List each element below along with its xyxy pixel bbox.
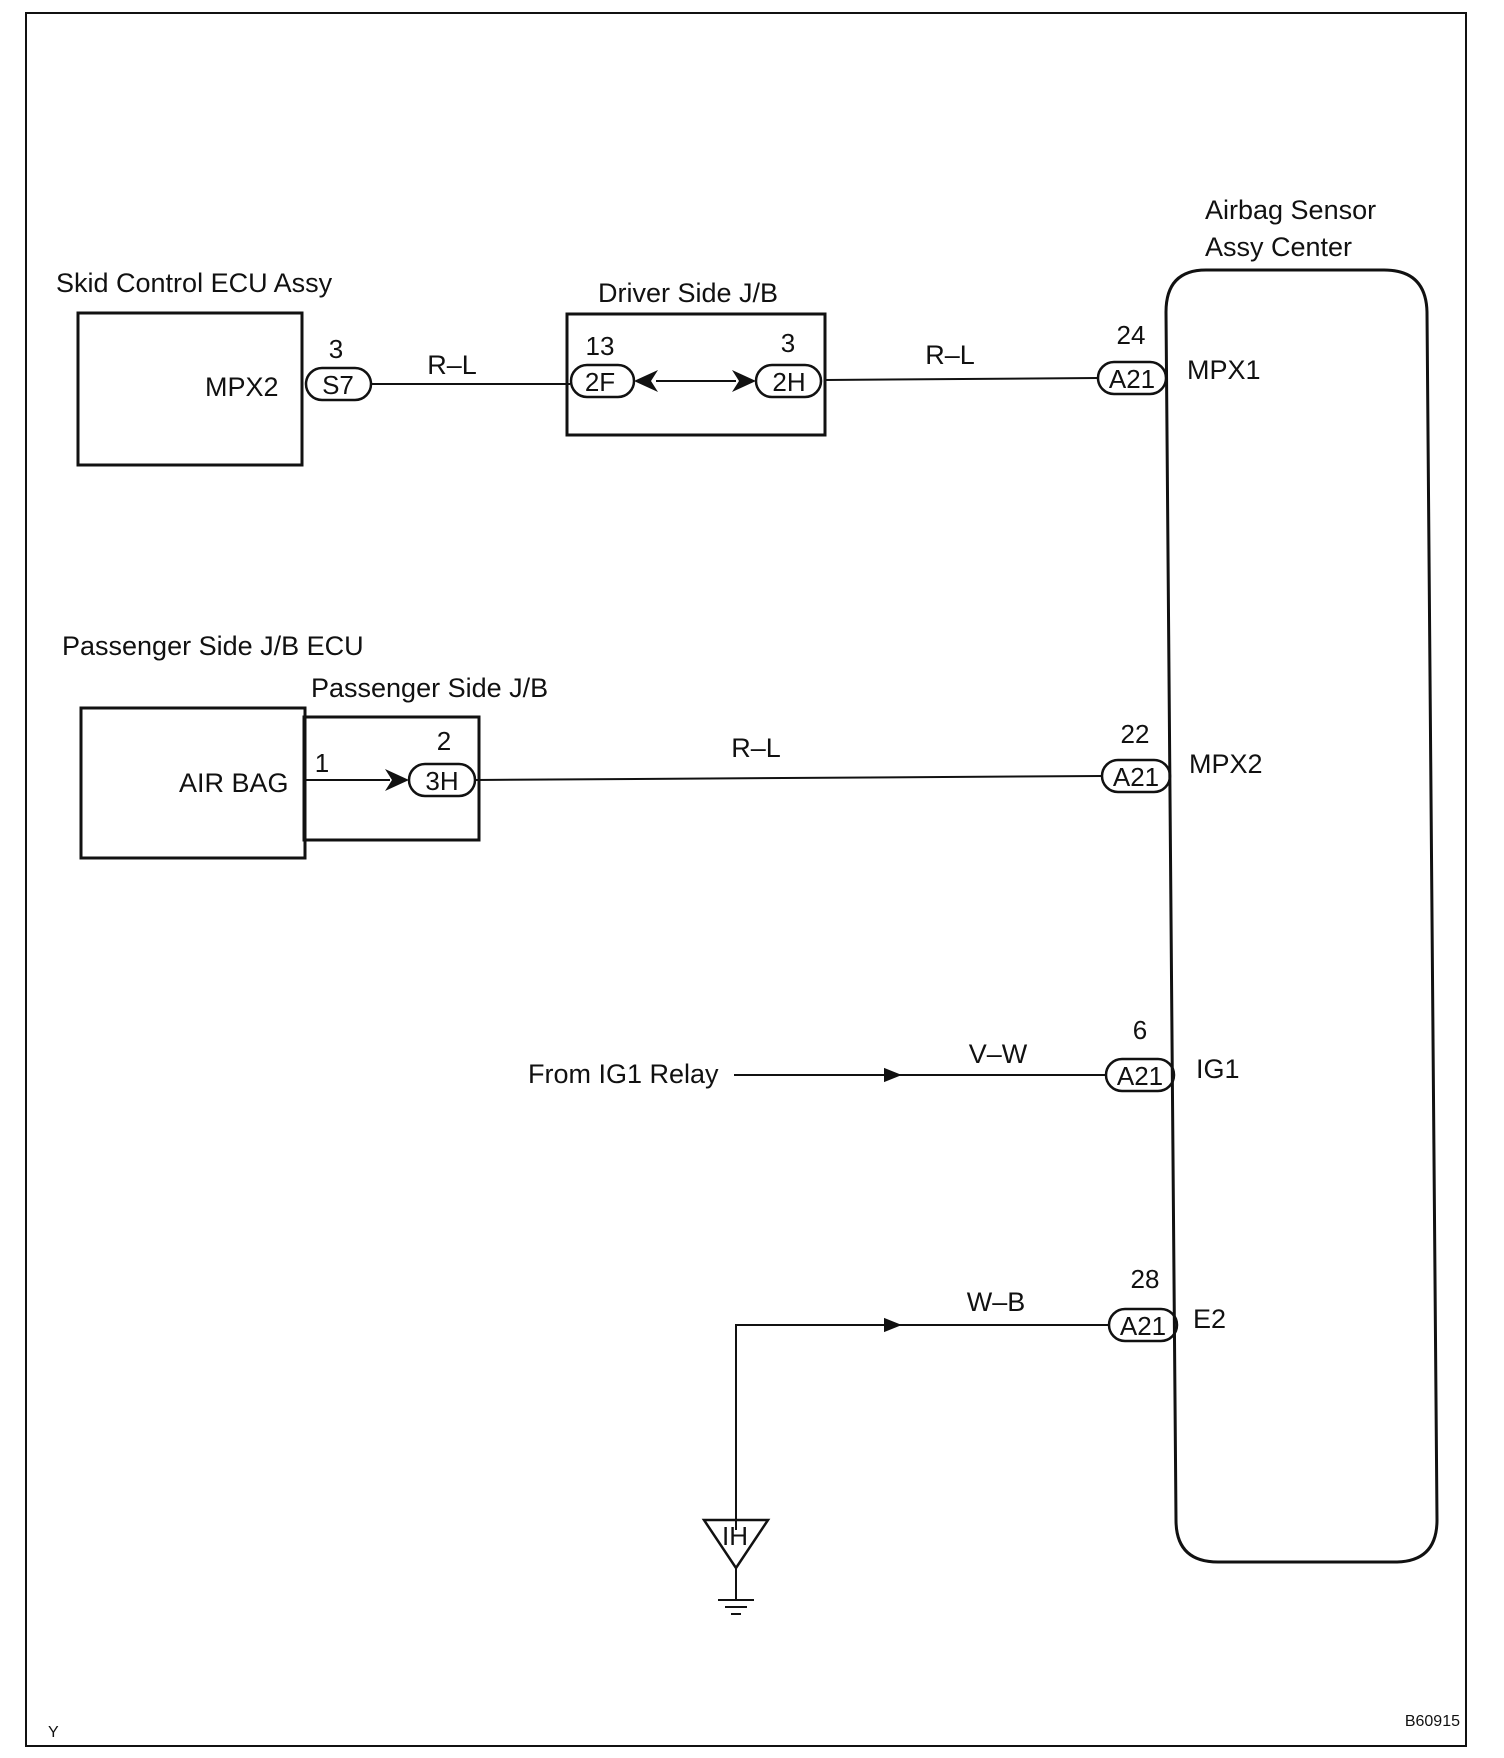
passenger-ecu-title: Passenger Side J/B ECU: [62, 631, 364, 661]
wire-label-3h-mpx2: R–L: [731, 733, 781, 763]
ground-point-label: IH: [722, 1521, 748, 1551]
male-connector-symbol: [385, 769, 409, 791]
3h-code: 3H: [425, 766, 458, 796]
connector-2h: 2H: [754, 363, 823, 399]
wire-label-s7-2f: R–L: [427, 350, 477, 380]
wire-label-2h-mpx1: R–L: [925, 340, 975, 370]
a21-mpx1-terminal: MPX1: [1187, 355, 1261, 385]
connector-2f: 2F: [569, 363, 636, 399]
airbag-sensor-box: [1164, 268, 1439, 1564]
driver-jb-title: Driver Side J/B: [598, 278, 778, 308]
s7-pin-number: 3: [329, 334, 343, 364]
2f-code: 2F: [585, 367, 615, 397]
connector-a21-mpx2: A21: [1100, 758, 1172, 794]
s7-code: S7: [322, 370, 354, 400]
skid-ecu-box: [76, 311, 304, 467]
connector-s7: S7: [304, 366, 373, 402]
a21-ig1-terminal: IG1: [1196, 1054, 1240, 1084]
male-connector-symbol: [732, 370, 756, 392]
airbag-sensor-title-line2: Assy Center: [1205, 232, 1352, 262]
figure-code: B60915: [1405, 1713, 1460, 1730]
3h-pin-number: 2: [437, 726, 451, 756]
a21-ig1-pin-number: 6: [1133, 1015, 1147, 1045]
connector-3h: 3H: [407, 762, 477, 798]
a21-e2-code: A21: [1120, 1311, 1166, 1341]
passenger-ecu-terminal: AIR BAG: [179, 768, 289, 798]
skid-ecu-title: Skid Control ECU Assy: [56, 268, 333, 298]
passenger-jb-title: Passenger Side J/B: [311, 673, 548, 703]
connector-a21-mpx1: A21: [1096, 360, 1168, 396]
driver-jb-box: [565, 312, 827, 437]
passenger-ecu-box: [79, 706, 307, 860]
a21-mpx1-pin-number: 24: [1117, 320, 1146, 350]
2f-pin-number: 13: [586, 331, 615, 361]
wire-label-e2: W–B: [967, 1287, 1026, 1317]
corner-mark: Y: [48, 1724, 59, 1741]
air-bag-pin-number: 1: [315, 748, 329, 778]
skid-ecu-terminal: MPX2: [205, 372, 279, 402]
2h-pin-number: 3: [781, 328, 795, 358]
a21-e2-pin-number: 28: [1131, 1264, 1160, 1294]
ground-symbol-icon: [718, 1599, 754, 1615]
airbag-sensor-title-line1: Airbag Sensor: [1205, 195, 1376, 225]
connector-a21-ig1: A21: [1104, 1057, 1176, 1093]
female-connector-symbol: [634, 370, 658, 392]
wire-2h-to-mpx1: [824, 377, 1099, 381]
wire-ground-to-e2: [735, 1317, 902, 1530]
2h-code: 2H: [772, 367, 805, 397]
ig1-source-label: From IG1 Relay: [528, 1059, 719, 1089]
wire-label-ig1: V–W: [969, 1039, 1028, 1069]
page-frame: [25, 12, 1467, 1747]
ground-point-triangle: [701, 1518, 771, 1571]
wire-3h-to-mpx2: [474, 775, 1103, 781]
a21-mpx1-code: A21: [1109, 364, 1155, 394]
a21-mpx2-terminal: MPX2: [1189, 749, 1263, 779]
a21-mpx2-code: A21: [1113, 762, 1159, 792]
connector-a21-e2: A21: [1107, 1307, 1179, 1343]
a21-ig1-code: A21: [1117, 1061, 1163, 1091]
a21-mpx2-pin-number: 22: [1121, 719, 1150, 749]
a21-e2-terminal: E2: [1193, 1304, 1226, 1334]
